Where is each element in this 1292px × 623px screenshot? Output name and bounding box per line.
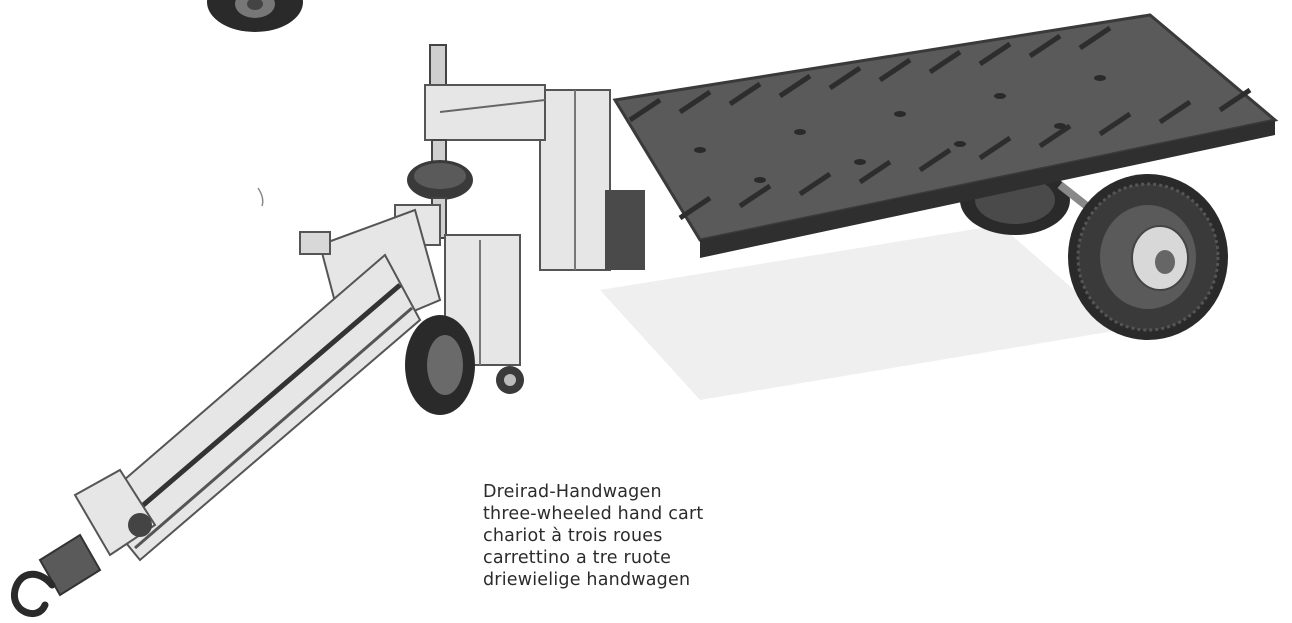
caption-line-english: three-wheeled hand cart xyxy=(483,504,704,524)
rear-wheel-front xyxy=(1057,174,1228,340)
product-caption: Dreirad-Handwagen three-wheeled hand car… xyxy=(483,481,703,591)
caption-line-french: chariot à trois roues xyxy=(483,526,663,546)
steering-column xyxy=(407,44,546,239)
partial-wheel-top xyxy=(207,0,303,32)
hook-icon xyxy=(10,570,56,618)
caption-line-dutch: driewielige handwagen xyxy=(483,570,691,590)
drawbar xyxy=(38,208,442,597)
caption-line-italian: carrettino a tre ruote xyxy=(483,548,672,568)
cart-shadow xyxy=(600,225,1120,400)
caption-line-german: Dreirad-Handwagen xyxy=(483,482,662,502)
paper-mark xyxy=(257,187,264,207)
front-support-blocks xyxy=(539,89,645,271)
front-wheel-assembly xyxy=(394,204,524,415)
cart-deck xyxy=(612,13,1279,258)
